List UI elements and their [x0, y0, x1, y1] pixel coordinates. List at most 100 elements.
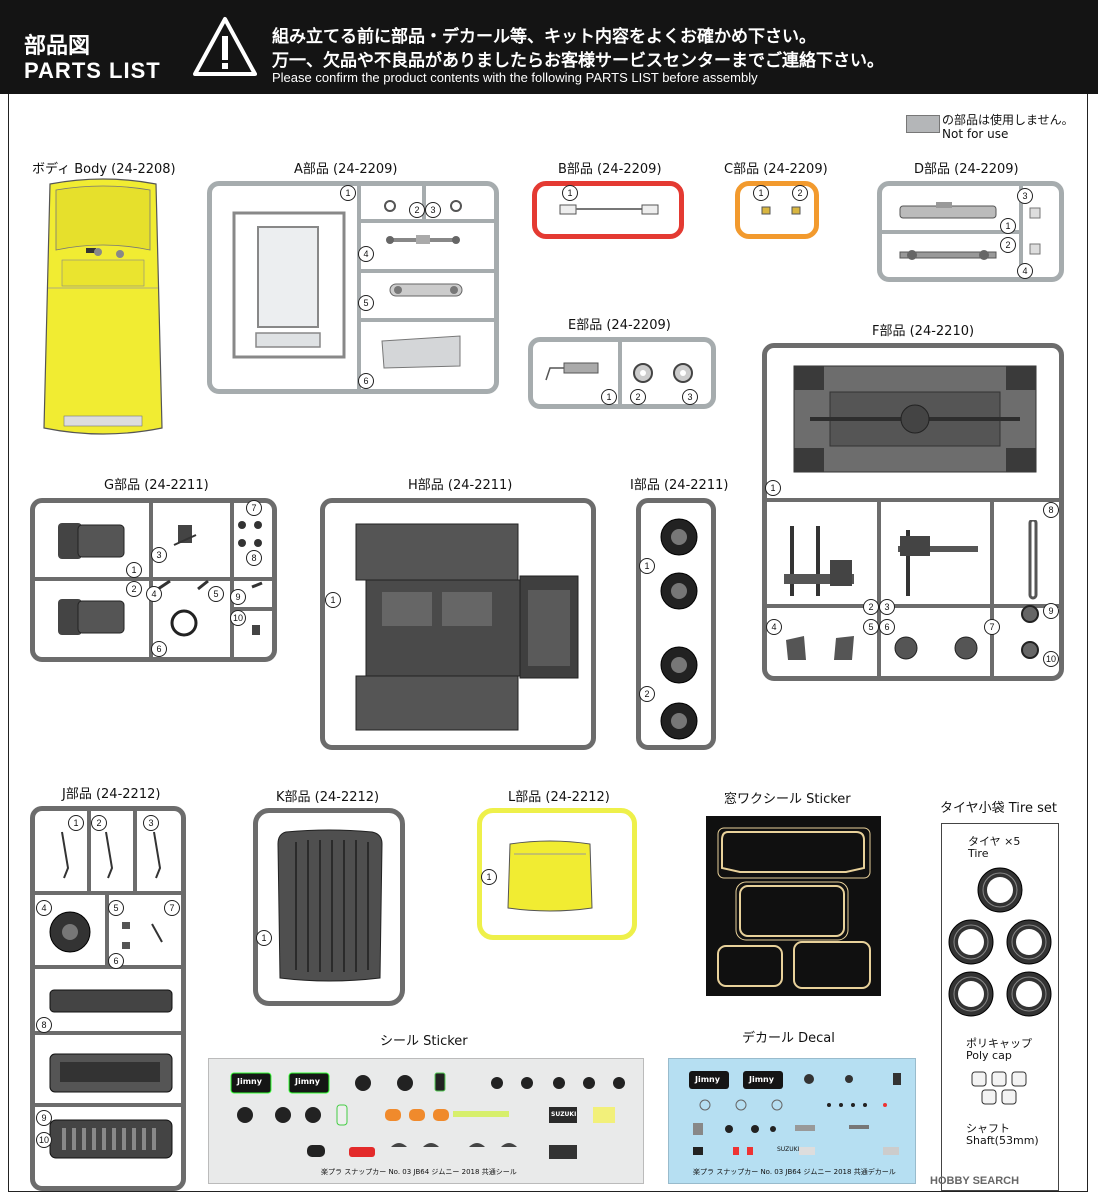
- e-parts-label: E部品 (24-2209): [568, 318, 671, 333]
- sticker-shapes: [230, 1072, 625, 1159]
- part-number: 2: [126, 581, 142, 597]
- part-number: 6: [358, 373, 374, 389]
- polycap-en: Poly cap: [966, 1049, 1012, 1062]
- part-number: 5: [863, 619, 879, 635]
- b-runner: [532, 181, 684, 239]
- j-parts-label: J部品 (24-2212): [62, 787, 161, 802]
- legend-en: Not for use: [942, 127, 1009, 141]
- part-number: 4: [36, 900, 52, 916]
- d-parts-label: D部品 (24-2209): [914, 162, 1019, 177]
- part-number: 1: [562, 185, 578, 201]
- title-ja: 部品図: [24, 34, 91, 59]
- sticker-suzuki: SUZUKI: [551, 1111, 577, 1118]
- part-number: 7: [984, 619, 1000, 635]
- sticker-logo-2: Jimny: [295, 1077, 320, 1086]
- decal-caption: 楽プラ スナップカー No. 03 JB64 ジムニー 2018 共通デカール: [693, 1168, 896, 1176]
- shaft-en: Shaft(53mm): [966, 1134, 1039, 1147]
- h-parts-label: H部品 (24-2211): [408, 478, 513, 493]
- part-number: 8: [36, 1017, 52, 1033]
- l-runner: [477, 808, 637, 940]
- part-number: 8: [246, 550, 262, 566]
- a-parts-drawings: [381, 200, 463, 369]
- tire-en: Tire: [968, 847, 989, 860]
- f-runner: [762, 343, 1064, 681]
- part-number: 1: [481, 869, 497, 885]
- k-roof-panel: [277, 829, 383, 982]
- part-number: 1: [325, 592, 341, 608]
- part-number: 1: [126, 562, 142, 578]
- i-parts-label: I部品 (24-2211): [630, 478, 729, 493]
- part-number: 7: [246, 500, 262, 516]
- part-number: 1: [753, 185, 769, 201]
- sticker-label: シール Sticker: [380, 1034, 468, 1049]
- decal-label: デカール Decal: [742, 1031, 835, 1046]
- e-runner: [528, 337, 716, 409]
- part-number: 1: [601, 389, 617, 405]
- title-en: PARTS LIST: [24, 58, 161, 83]
- j-parts-drawings: [49, 831, 173, 1159]
- polycap-illustration: [971, 1071, 1027, 1105]
- part-number: 2: [91, 815, 107, 831]
- b-bumper-light: [559, 204, 659, 215]
- part-number: 6: [108, 953, 124, 969]
- legend-ja: の部品は使用しません。: [942, 113, 1074, 127]
- part-number: 6: [151, 641, 167, 657]
- part-number: 1: [639, 558, 655, 574]
- notice-ja-1: 組み立てる前に部品・デカール等、キット内容をよくお確かめ下さい。: [272, 27, 816, 47]
- notice-en: Please confirm the product contents with…: [272, 70, 758, 85]
- a-seat-frame: [232, 211, 346, 359]
- g-seat-parts: [58, 521, 263, 637]
- sticker-logo-1: Jimny: [237, 1077, 262, 1086]
- h-interior-tub: [355, 523, 579, 731]
- part-number: 1: [340, 185, 356, 201]
- not-for-use-swatch: [906, 115, 940, 133]
- part-number: 9: [1043, 603, 1059, 619]
- part-number: 4: [766, 619, 782, 635]
- j-runner: [30, 806, 186, 1191]
- part-number: 1: [1000, 218, 1016, 234]
- f-chassis: [793, 365, 1037, 473]
- part-number: 3: [143, 815, 159, 831]
- notice-ja-2: 万一、欠品や不良品がありましたらお客様サービスセンターまでご連絡下さい。: [272, 51, 884, 71]
- part-number: 2: [863, 599, 879, 615]
- part-number: 7: [164, 900, 180, 916]
- part-number: 10: [1043, 651, 1059, 667]
- part-number: 4: [1017, 263, 1033, 279]
- a-runner: [207, 181, 499, 394]
- part-number: 2: [630, 389, 646, 405]
- part-number: 3: [425, 202, 441, 218]
- a-parts-label: A部品 (24-2209): [294, 162, 398, 177]
- part-number: 4: [146, 586, 162, 602]
- f-parts-label: F部品 (24-2210): [872, 324, 975, 339]
- part-number: 2: [1000, 237, 1016, 253]
- part-number: 5: [358, 295, 374, 311]
- part-number: 10: [230, 610, 246, 626]
- g-parts-label: G部品 (24-2211): [104, 478, 209, 493]
- part-number: 2: [409, 202, 425, 218]
- warning-icon: [193, 17, 257, 76]
- sticker-sheet: Jimny Jimny SUZUKI 楽プラ スナップカー No. 03 JB6…: [208, 1058, 644, 1184]
- part-number: 9: [230, 589, 246, 605]
- part-number: 3: [1017, 188, 1033, 204]
- shaft-ja: シャフト: [966, 1122, 1010, 1135]
- b-parts-label: B部品 (24-2209): [558, 162, 662, 177]
- part-number: 3: [879, 599, 895, 615]
- c-small-parts: [761, 206, 801, 215]
- parts-list-frame: [8, 94, 1088, 1192]
- i-wheels: [660, 518, 698, 740]
- part-number: 8: [1043, 502, 1059, 518]
- part-number: 1: [68, 815, 84, 831]
- decal-logo-1: Jimny: [695, 1075, 720, 1084]
- sticker-caption: 楽プラ スナップカー No. 03 JB64 ジムニー 2018 共通シール: [321, 1168, 517, 1176]
- c-parts-label: C部品 (24-2209): [724, 162, 828, 177]
- d-bumpers: [899, 202, 1041, 260]
- decal-sheet: Jimny Jimny SUZUKI 楽プラ スナップカー No. 03 JB6…: [668, 1058, 916, 1184]
- tire-set-box: [941, 823, 1059, 1191]
- window-sticker-label: 窓ワクシール Sticker: [724, 792, 851, 807]
- part-number: 10: [36, 1132, 52, 1148]
- part-number: 3: [682, 389, 698, 405]
- k-parts-label: K部品 (24-2212): [276, 790, 380, 805]
- g-runner: [30, 498, 277, 662]
- decal-suzuki: SUZUKI: [777, 1146, 800, 1153]
- d-runner: [877, 181, 1064, 282]
